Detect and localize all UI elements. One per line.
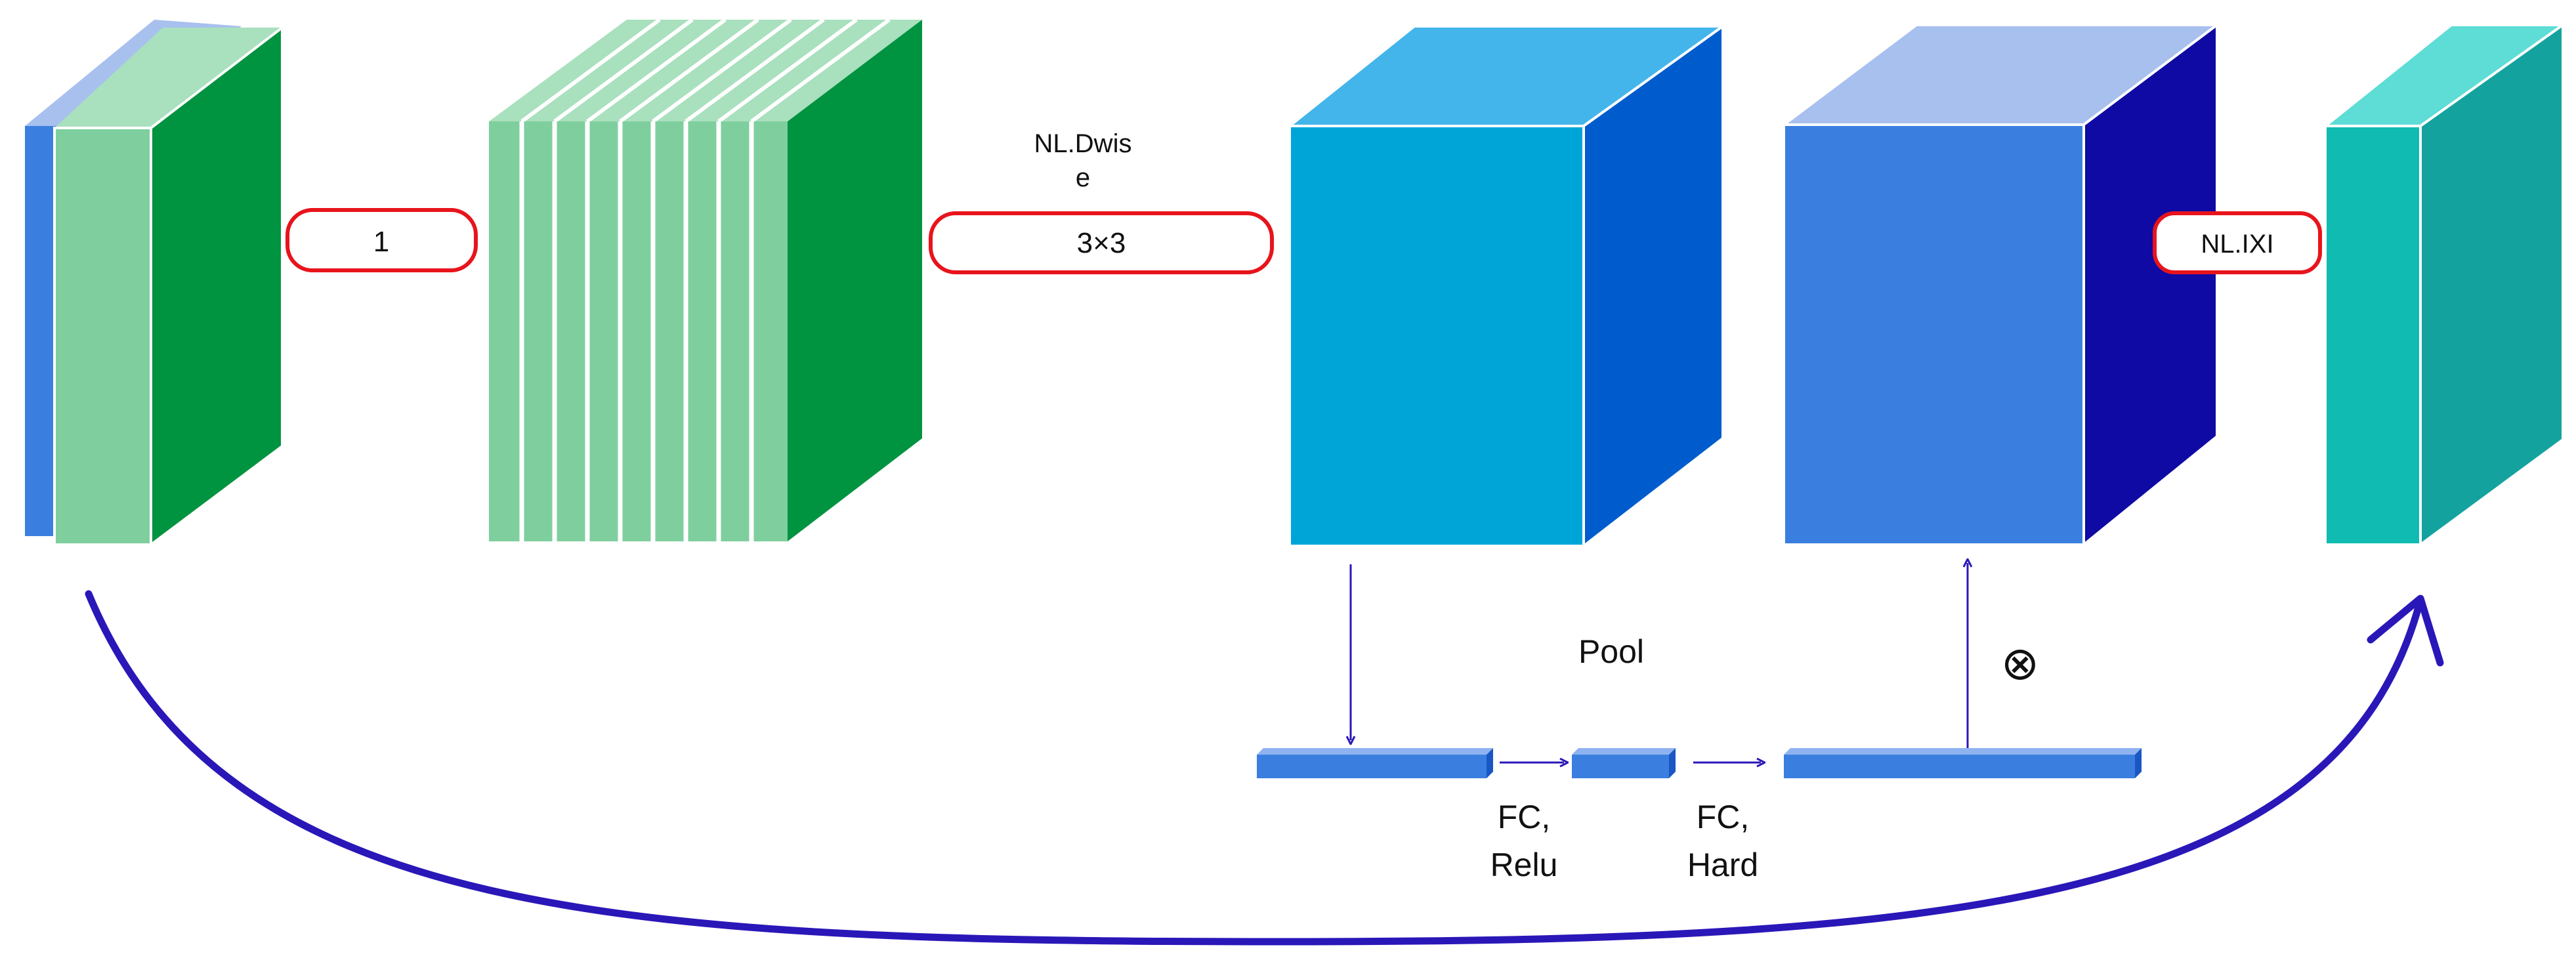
dwise-kernel-box (929, 211, 1274, 274)
expansion-front-stripes (519, 121, 754, 541)
expansion-block (489, 18, 922, 541)
fc2-label-line1: FC, (1697, 799, 1750, 835)
expansion-side (788, 20, 922, 541)
dwise-label-line1: NL.Dwis (1034, 129, 1132, 158)
depthwise-side (1582, 24, 1724, 549)
residual-arc (85, 590, 2422, 946)
dwise-kernel-label: 3×3 (1077, 227, 1126, 259)
nl-1x1-label: NL.IXI (2201, 230, 2273, 259)
expansion-top (489, 20, 922, 121)
input-green-side (150, 24, 284, 547)
output-side (2419, 22, 2564, 547)
nl-1x1-label-box: NL.IXI (2153, 211, 2322, 274)
se-block-front (1783, 123, 2085, 546)
dwise-label-group: NL.Dwis e 3×3 (929, 129, 1274, 274)
fc2-vector-bar (1784, 748, 2142, 778)
depthwise-block (1286, 24, 1727, 549)
residual-connection (85, 590, 2444, 946)
conv1-label: 1 (373, 226, 389, 258)
output-front (2324, 125, 2422, 546)
fc1-label-line1: FC, (1498, 799, 1551, 835)
se-branch: Pool ⊗ FC, Relu FC, Hard (1257, 563, 2142, 883)
expansion-top-stripes (520, 18, 891, 123)
pool-label: Pool (1578, 633, 1644, 670)
pooled-vector-bar (1257, 748, 1493, 778)
se-block-side (2082, 22, 2218, 548)
input-green-front (53, 127, 152, 546)
fc2-label-line2: Hard (1687, 847, 1758, 883)
residual-arrowhead-icon (2367, 595, 2444, 667)
depthwise-front (1288, 125, 1585, 547)
fc1-vector-bar (1572, 748, 1676, 778)
output-block (2321, 22, 2567, 547)
multiply-icon: ⊗ (2001, 638, 2040, 689)
input-block (25, 20, 284, 547)
expansion-front (489, 121, 788, 541)
input-green-top (54, 28, 282, 128)
conv1-label-box: 1 (285, 208, 478, 272)
fc1-label-line2: Relu (1490, 847, 1558, 883)
dwise-label-line2: e (1076, 163, 1090, 192)
se-output-block (1780, 22, 2222, 548)
